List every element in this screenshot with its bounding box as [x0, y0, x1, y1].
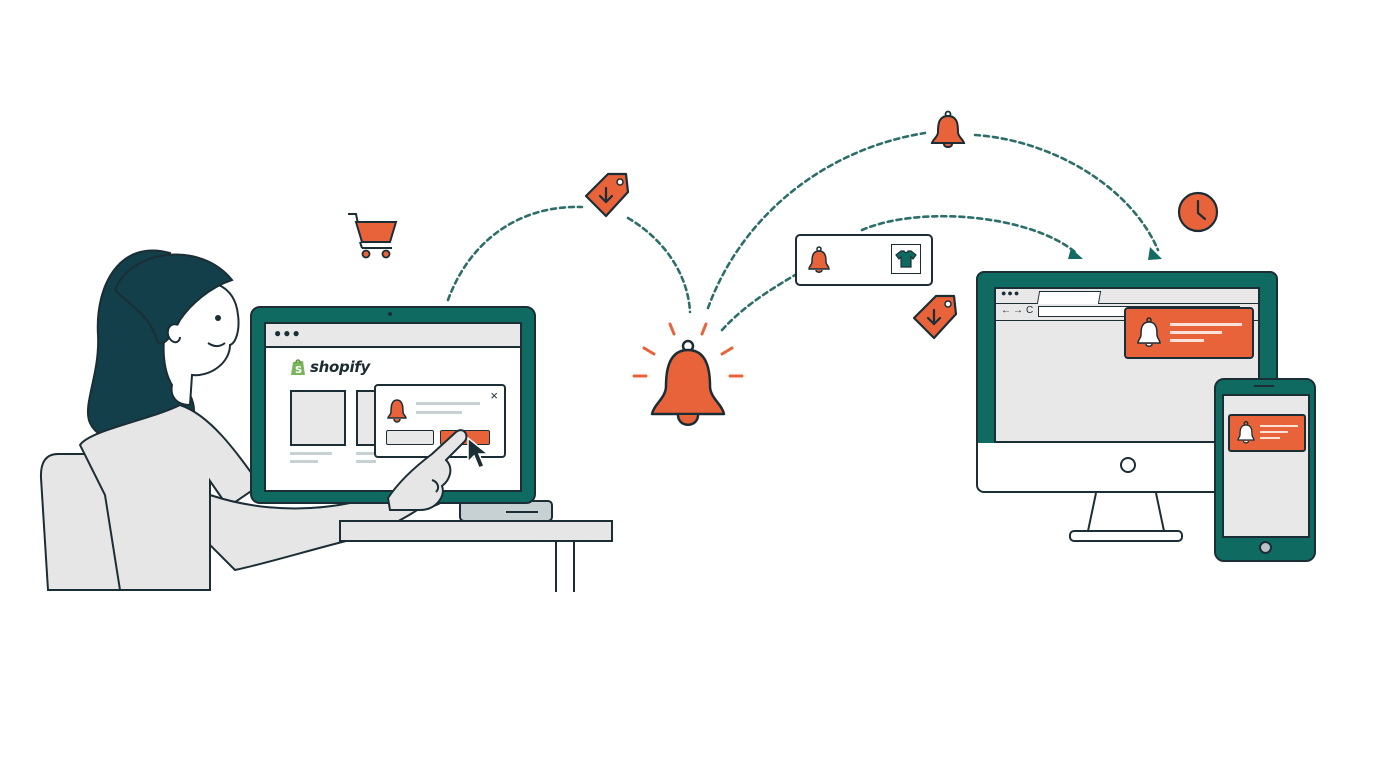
phone-home-button[interactable]: [1259, 541, 1272, 554]
woman-figure: [78, 249, 476, 591]
window-controls[interactable]: ●●●: [274, 326, 302, 340]
path-bell-to-card: [720, 273, 797, 332]
shopping-cart-icon: [348, 213, 398, 259]
notification-text-line: [1260, 437, 1280, 439]
price-drop-tag-icon: [584, 172, 630, 218]
notification-text-line: [1170, 331, 1222, 334]
window-controls[interactable]: ●●●: [1001, 288, 1021, 298]
reload-button[interactable]: C: [1026, 305, 1034, 316]
pointer-arrow-icon: [467, 436, 491, 469]
product-notification-card[interactable]: [795, 234, 933, 286]
central-bell-icon: [632, 322, 744, 426]
text-placeholder: [290, 460, 318, 463]
path-top-bell-to-monitor: [973, 133, 1160, 252]
bell-icon: [1237, 421, 1255, 444]
top-bell-icon: [930, 110, 966, 148]
path-tag-to-bell: [626, 216, 692, 314]
desktop-push-notification[interactable]: [1124, 307, 1254, 359]
popup-text-line: [416, 411, 462, 414]
smartphone: [1214, 378, 1316, 562]
laptop-browser-window: ●●● S shopify ×: [264, 322, 522, 492]
monitor-tabbar: ●●●: [996, 288, 1258, 304]
price-drop-tag-icon-2: [912, 294, 958, 340]
desk: [339, 500, 613, 592]
webcam: [388, 312, 392, 316]
monitor-stand: [1069, 493, 1183, 542]
shopify-wordmark: shopify: [310, 358, 370, 376]
bell-icon: [387, 399, 407, 423]
path-laptop-to-tag: [446, 205, 584, 302]
text-placeholder: [356, 452, 376, 455]
notification-text-line: [1260, 425, 1298, 427]
close-icon[interactable]: ×: [490, 388, 498, 403]
phone-speaker: [1254, 385, 1274, 387]
arrowhead-1: [1068, 248, 1083, 259]
shopify-logo: S shopify: [290, 358, 370, 376]
text-placeholder: [290, 452, 332, 455]
browser-tab[interactable]: [1036, 291, 1102, 304]
shopify-bag-icon: S: [291, 359, 305, 376]
text-placeholder: [356, 460, 376, 463]
desk-top: [339, 520, 613, 542]
forward-button[interactable]: →: [1013, 305, 1023, 316]
deny-button[interactable]: [386, 430, 434, 445]
browser-titlebar: ●●●: [266, 324, 520, 348]
product-thumbnail: [891, 244, 921, 274]
path-bell-to-top-bell: [706, 131, 927, 310]
tshirt-icon: [895, 250, 917, 268]
notification-text-line: [1170, 323, 1242, 326]
back-button[interactable]: ←: [1001, 305, 1011, 316]
arrowhead-2: [1148, 247, 1162, 260]
product-thumbnail-1[interactable]: [290, 390, 346, 446]
path-card-to-monitor: [860, 214, 1077, 254]
bell-icon: [1137, 317, 1161, 347]
bell-icon: [808, 246, 830, 273]
popup-text-line: [416, 402, 480, 405]
monitor-logo: [1120, 457, 1136, 473]
notification-text-line: [1260, 431, 1288, 433]
clock-icon: [1177, 191, 1219, 233]
notification-text-line: [1170, 339, 1204, 342]
svg-text:S: S: [295, 365, 302, 376]
phone-push-notification[interactable]: [1228, 414, 1306, 452]
pointing-hand: [386, 429, 468, 511]
